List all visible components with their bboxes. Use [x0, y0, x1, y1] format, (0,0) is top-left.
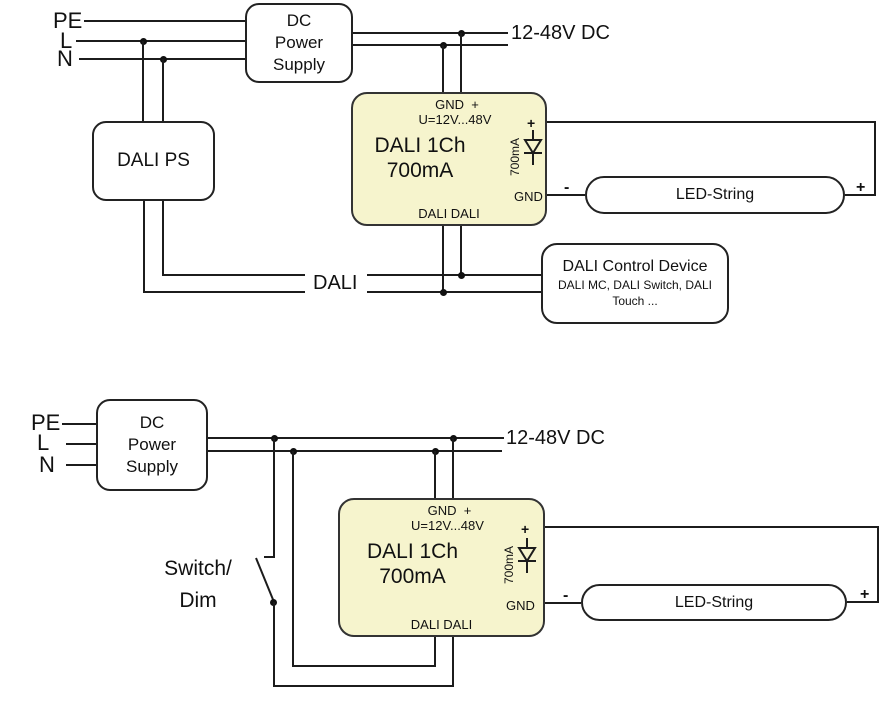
dc-power-supply-line2: Power — [274, 33, 324, 53]
module-gnd-label: GND — [506, 598, 535, 613]
wire-l — [76, 40, 245, 42]
switch-icon — [255, 557, 275, 603]
dali-driver-module: GND + U=12V...48V DALI 1Ch 700mA + 700mA… — [351, 92, 547, 226]
led-diode-icon — [523, 130, 543, 165]
dali-control-device-box: DALI Control Device DALI MC, DALI Switch… — [541, 243, 729, 324]
minus-label: - — [563, 587, 569, 604]
pe-label: PE — [53, 8, 83, 33]
junction-dot — [458, 272, 465, 279]
wire-vertical — [460, 33, 462, 92]
dali-ps-box: DALI PS — [92, 121, 215, 201]
wire-vertical — [292, 451, 294, 667]
wire-led-plus-in — [847, 601, 879, 603]
module-voltage-range: U=12V...48V — [411, 518, 484, 533]
wire-vertical — [442, 45, 444, 92]
dc-power-supply-line1: DC — [286, 11, 312, 31]
dc-power-supply-line2: Power — [127, 435, 177, 455]
wire-vertical — [452, 637, 454, 687]
module-name: DALI 1Ch — [374, 134, 466, 157]
switch-label-line1: Switch/ — [164, 557, 232, 580]
control-device-subtitle-1: DALI MC, DALI Switch, DALI — [557, 277, 713, 292]
n-label: N — [39, 452, 55, 477]
module-top-pins-label: GND + — [427, 503, 472, 518]
switch-dim-label: Switch/ Dim — [140, 553, 256, 617]
wire-dc-plus — [353, 32, 508, 34]
switch-contact-tick — [264, 556, 275, 558]
module-top-pins-label: GND + — [435, 97, 479, 112]
wire-led-plus-in — [845, 194, 876, 196]
plus-label: + — [860, 586, 870, 603]
diode-current-label: 700mA — [502, 545, 516, 585]
wire-dali-return — [273, 685, 454, 687]
dali-driver-module: GND + U=12V...48V DALI 1Ch 700mA + 700mA… — [338, 498, 545, 637]
wire-vertical — [162, 59, 164, 122]
led-diode-icon — [517, 538, 537, 573]
minus-label: - — [564, 179, 570, 196]
led-string-box: LED-String — [581, 584, 847, 621]
switch-label-line2: Dim — [179, 589, 217, 612]
dc-power-supply-box: DC Power Supply — [245, 3, 353, 83]
wire-vertical — [874, 122, 876, 196]
dali-ps-label: DALI PS — [117, 150, 190, 171]
wire-dc-gnd — [353, 44, 508, 46]
wire-vertical — [877, 527, 879, 602]
wire-led-plus — [547, 121, 876, 123]
wire-vertical — [162, 201, 164, 276]
module-voltage-range: U=12V...48V — [418, 112, 492, 127]
led-string-box: LED-String — [585, 176, 845, 214]
junction-dot — [440, 289, 447, 296]
wire-vertical — [434, 637, 436, 667]
wire-dc-plus — [208, 437, 504, 439]
wire-vertical — [452, 438, 454, 498]
diode-current-label: 700mA — [508, 137, 522, 177]
dc-power-supply-box: DC Power Supply — [96, 399, 208, 491]
dc-power-supply-line3: Supply — [273, 54, 325, 74]
dali-bus-label: DALI — [313, 272, 358, 294]
diode-plus-label: + — [521, 521, 530, 537]
n-label: N — [57, 46, 73, 71]
wire-dali-bus — [367, 291, 542, 293]
wire-led-minus — [545, 602, 581, 604]
wire-led-plus — [545, 526, 879, 528]
module-bottom-pins-label: DALI DALI — [410, 617, 473, 632]
diode-plus-label: + — [527, 115, 536, 131]
dc-voltage-label: 12-48V DC — [511, 22, 610, 44]
wire-led-minus — [547, 194, 585, 196]
wire-dali-bus — [144, 291, 305, 293]
led-string-label: LED-String — [674, 593, 754, 611]
l-label: L — [37, 430, 50, 455]
wire-n — [66, 464, 96, 466]
dc-voltage-label: 12-48V DC — [506, 427, 605, 449]
dc-power-supply-line3: Supply — [126, 456, 178, 476]
module-current: 700mA — [386, 159, 454, 182]
wire-vertical — [143, 201, 145, 293]
wire-dc-gnd — [208, 450, 502, 452]
l-label: L — [60, 28, 73, 53]
wire-dali-return — [292, 665, 436, 667]
control-device-subtitle-2: Touch ... — [612, 293, 658, 308]
module-gnd-label: GND — [514, 189, 543, 204]
wire-vertical — [142, 41, 144, 122]
plus-label: + — [856, 179, 866, 196]
pe-label: PE — [31, 410, 61, 435]
wire-pe — [84, 20, 245, 22]
wire-l — [66, 443, 96, 445]
module-bottom-pins-label: DALI DALI — [418, 206, 480, 221]
wire-vertical — [460, 226, 462, 276]
dc-power-supply-line1: DC — [139, 413, 165, 433]
wire-vertical — [442, 226, 444, 293]
led-string-label: LED-String — [675, 186, 755, 203]
wire-vertical — [273, 438, 275, 557]
wire-dali-bus — [367, 274, 542, 276]
control-device-title: DALI Control Device — [562, 257, 708, 275]
wire-vertical — [434, 451, 436, 498]
module-current: 700mA — [379, 565, 446, 588]
wire-vertical — [273, 602, 275, 687]
wire-dali-bus — [163, 274, 305, 276]
wire-pe — [62, 423, 96, 425]
module-name: DALI 1Ch — [366, 540, 459, 563]
